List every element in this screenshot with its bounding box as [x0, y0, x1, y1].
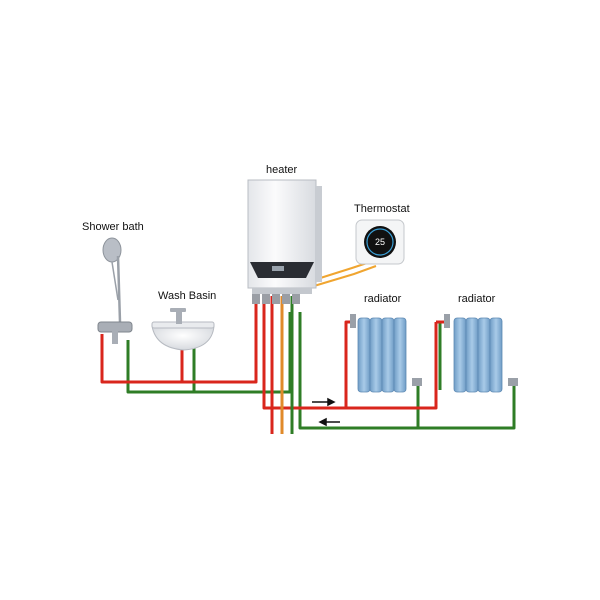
- hot-pipe-radiators: [262, 296, 438, 410]
- shower-label: Shower bath: [82, 221, 144, 233]
- shower: [97, 237, 133, 344]
- thermostat-wire-2: [313, 265, 377, 287]
- hot-pipe-fixtures: [100, 296, 258, 384]
- thermostat-dial: [364, 226, 396, 258]
- heater-drops: [270, 296, 294, 434]
- thermostat-readout: 25: [375, 237, 385, 247]
- basin-faucet: [176, 310, 182, 324]
- return-pipe-fixtures: [126, 312, 292, 394]
- radiator-2-label: radiator: [458, 293, 496, 305]
- radiator-1-label: radiator: [364, 293, 402, 305]
- return-pipe-radiators: [298, 312, 516, 430]
- thermostat: 25: [355, 219, 405, 265]
- thermostat-label: Thermostat: [354, 203, 410, 215]
- heater-display-icon: [272, 266, 284, 271]
- heater-label: heater: [266, 164, 298, 176]
- radiator-1: [350, 314, 422, 393]
- hot-pipe-rad1: [344, 320, 354, 408]
- shower-rail: [116, 255, 122, 323]
- wash-basin-label: Wash Basin: [158, 290, 217, 302]
- heater-fittings: [252, 294, 300, 304]
- heater: [247, 179, 322, 304]
- radiator-2: [444, 314, 518, 393]
- flow-arrows: [312, 397, 340, 427]
- basin-bowl: [151, 325, 215, 351]
- wash-basin: [151, 308, 215, 351]
- heater-side: [316, 186, 322, 282]
